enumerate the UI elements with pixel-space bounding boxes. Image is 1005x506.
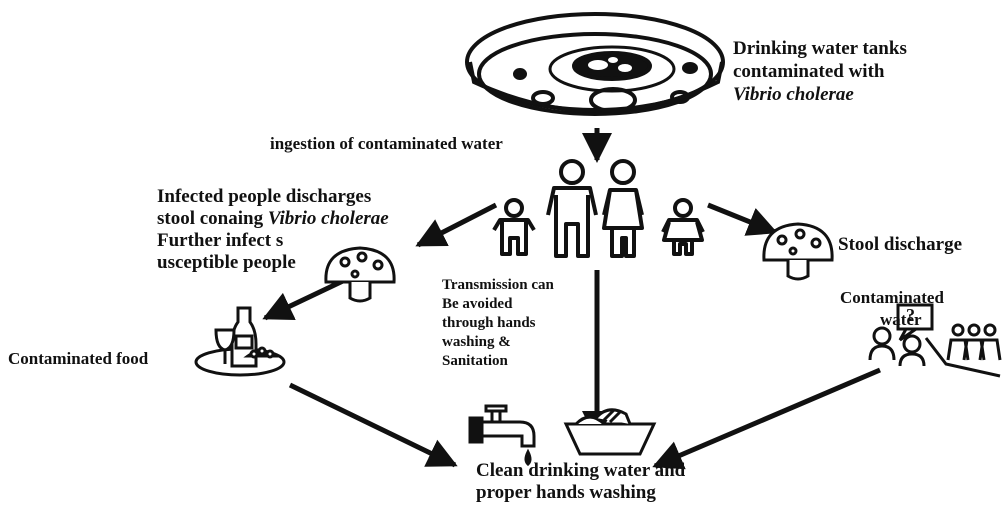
- clean-water-label-line1: Clean drinking water and: [476, 460, 686, 481]
- crowd-question-icon: [868, 303, 1002, 378]
- tanks-label-line2: contaminated with: [733, 60, 885, 82]
- food-wine-icon: [194, 306, 286, 377]
- petri-dish-icon: [465, 12, 725, 116]
- tanks-label-organism: Vibrio cholerae: [733, 83, 854, 105]
- arrow-icon: [262, 202, 881, 470]
- mushroom-icon: [762, 222, 834, 281]
- ingestion-label: ingestion of contaminated water: [270, 134, 503, 153]
- tanks-label-line3: Vibrio cholerae: [733, 84, 907, 107]
- question-mark-glyph: ?: [906, 305, 915, 325]
- clean-water-label-line2: proper hands washing: [476, 482, 656, 503]
- infected-label: Infected people discharges stool conaing…: [157, 186, 389, 274]
- infected-label-line4: usceptible people: [157, 252, 296, 273]
- transmission-label-line5: Sanitation: [442, 353, 508, 369]
- infected-label-line1: Infected people discharges: [157, 186, 372, 207]
- contaminated-water-label-line1: Contaminated: [840, 288, 944, 307]
- family-icon: [492, 159, 705, 258]
- contaminated-water-label-line2: water: [880, 310, 922, 329]
- infected-label-organism: Vibrio cholerae: [267, 208, 389, 229]
- mushroom-icon: [324, 246, 396, 303]
- infected-label-line2-prefix: stool conaing: [157, 208, 268, 229]
- infected-label-line3: Further infect s: [157, 230, 284, 251]
- contaminated-water-label: Contaminated water: [840, 287, 944, 331]
- clean-water-label: Clean drinking water and proper hands wa…: [476, 460, 685, 504]
- transmission-label-line4: washing &: [442, 334, 511, 350]
- washbasin-hands-icon: [563, 408, 657, 456]
- stool-discharge-label: Stool discharge: [838, 234, 963, 255]
- contaminated-food-label: Contaminated food: [8, 349, 149, 368]
- transmission-label-line2: Be avoided: [442, 296, 513, 312]
- infected-label-line2: stool conaing Vibrio cholerae: [157, 208, 389, 230]
- transmission-label-line1: Transmission can: [442, 277, 554, 293]
- tap-icon: [468, 404, 536, 467]
- tanks-label: Drinking water tanks contaminated with V…: [733, 38, 907, 106]
- tanks-label-line1: Drinking water tanks: [733, 38, 907, 59]
- transmission-label-line3: through hands: [442, 315, 536, 331]
- transmission-label: Transmission can Be avoided through hand…: [442, 276, 554, 371]
